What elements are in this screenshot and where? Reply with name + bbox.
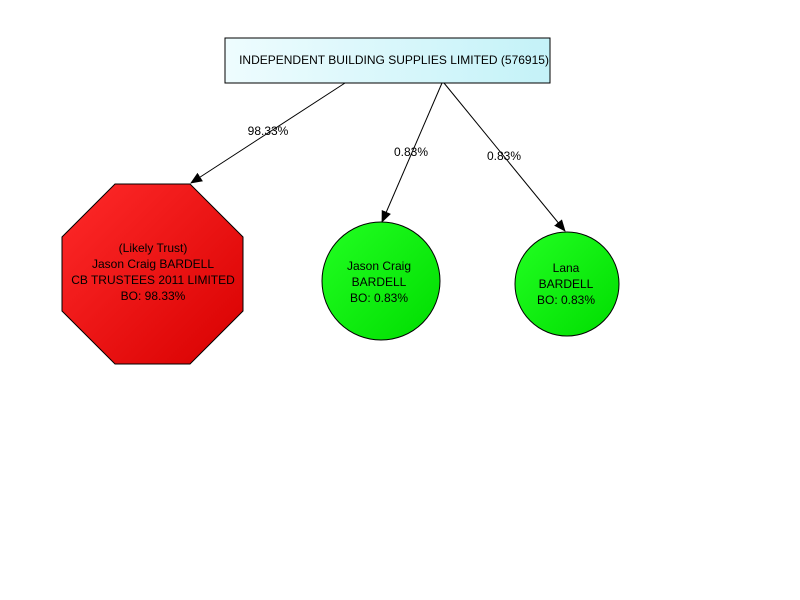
- lana-node-circle: [514, 231, 620, 337]
- edge-label-lana: 0.83%: [487, 149, 521, 163]
- edge-root-to-jason: [381, 82, 443, 223]
- trust-node-line-4: BO: 98.33%: [121, 289, 186, 303]
- root-node-box: [224, 37, 551, 84]
- trust-node[interactable]: (Likely Trust) Jason Craig BARDELL CB TR…: [61, 183, 244, 365]
- trust-node-line-1: (Likely Trust): [119, 241, 188, 255]
- lana-node[interactable]: Lana BARDELL BO: 0.83%: [514, 231, 620, 337]
- jason-node-line-3: BO: 0.83%: [350, 291, 408, 305]
- lana-node-line-3: BO: 0.83%: [537, 293, 595, 307]
- trust-node-line-2: Jason Craig BARDELL: [92, 257, 214, 271]
- edge-label-jason: 0.83%: [394, 145, 428, 159]
- jason-node[interactable]: Jason Craig BARDELL BO: 0.83%: [321, 221, 441, 341]
- root-node-label: INDEPENDENT BUILDING SUPPLIES LIMITED (5…: [239, 53, 549, 67]
- lana-node-line-1: Lana: [553, 261, 580, 275]
- jason-node-circle: [321, 221, 441, 341]
- edge-root-to-lana: [443, 82, 566, 232]
- trust-node-line-3: CB TRUSTEES 2011 LIMITED: [71, 273, 235, 287]
- lana-node-line-2: BARDELL: [539, 277, 594, 291]
- root-node[interactable]: INDEPENDENT BUILDING SUPPLIES LIMITED (5…: [224, 37, 551, 84]
- trust-node-octagon: [61, 183, 244, 365]
- jason-node-line-1: Jason Craig: [347, 259, 411, 273]
- edge-root-to-trust: [190, 82, 346, 184]
- edge-label-trust: 98.33%: [248, 124, 289, 138]
- jason-node-line-2: BARDELL: [352, 275, 407, 289]
- edges: 98.33% 0.83% 0.83%: [190, 82, 566, 232]
